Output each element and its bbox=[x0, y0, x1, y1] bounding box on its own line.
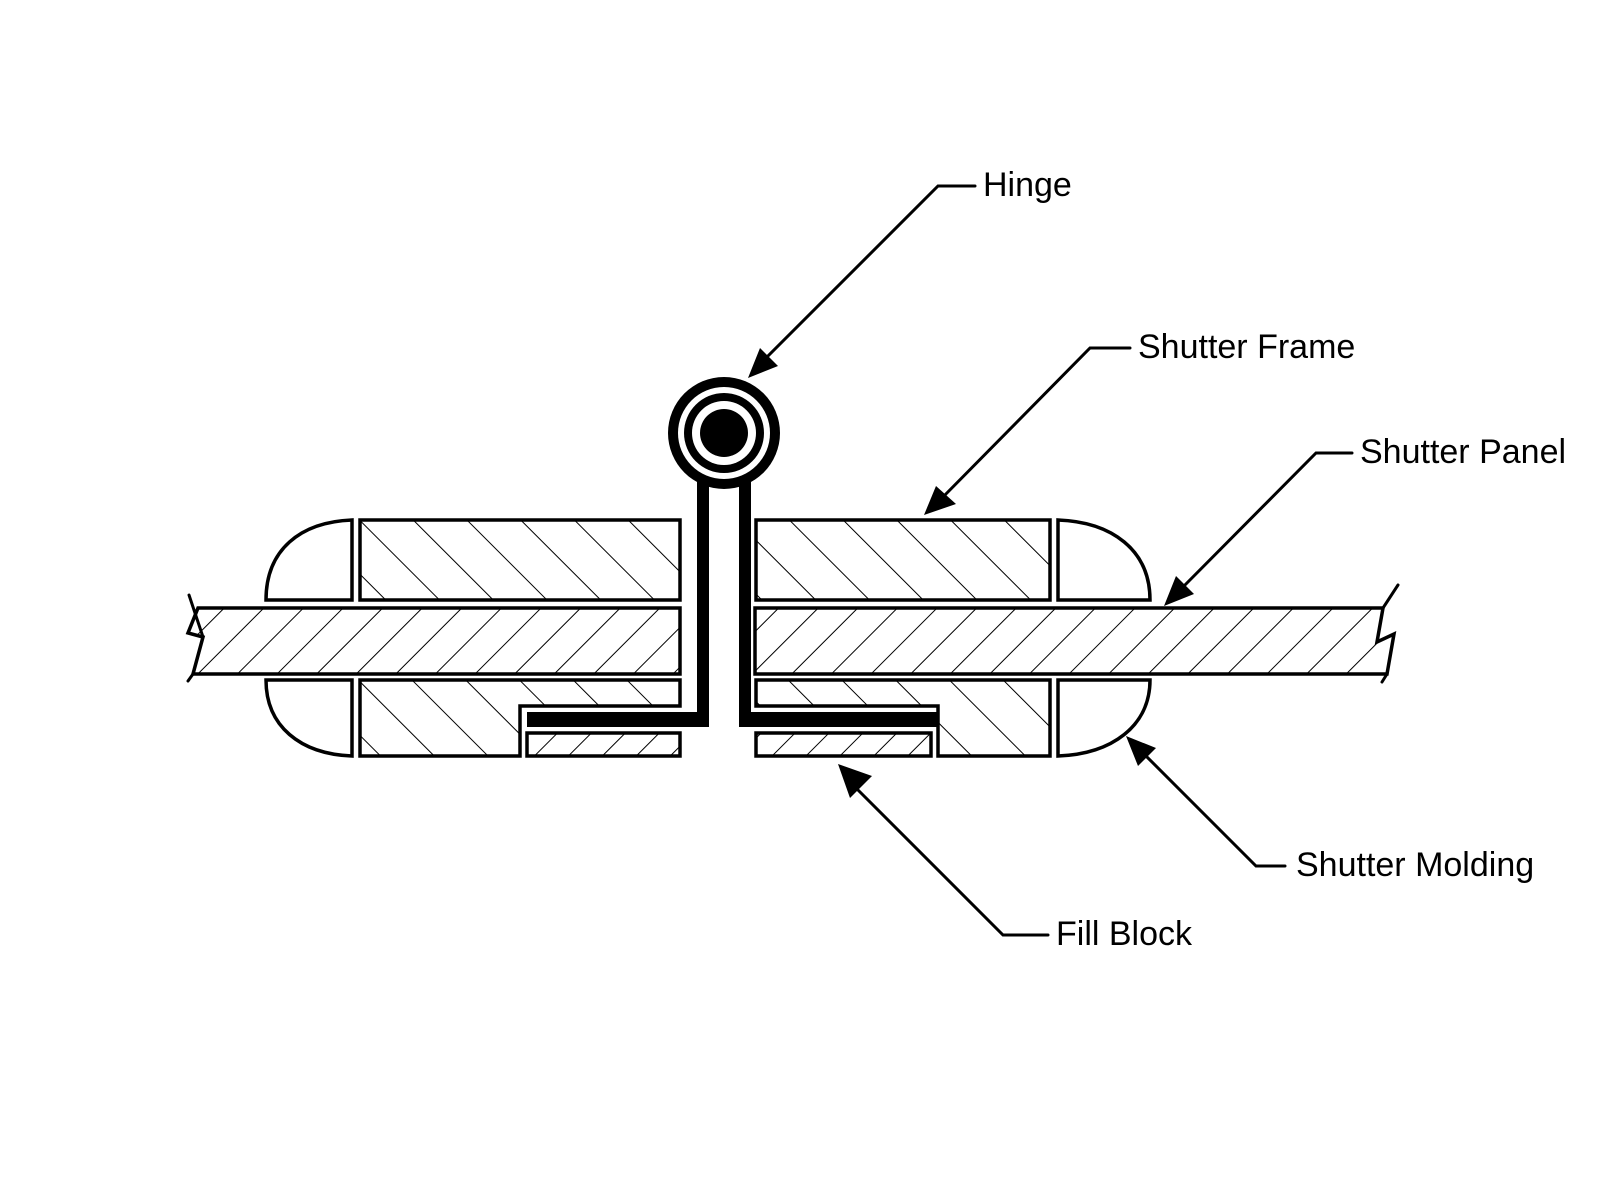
hinge-leader bbox=[760, 184, 977, 364]
hinge-pin bbox=[700, 409, 748, 457]
shutter-frame-leader bbox=[938, 346, 1132, 502]
shutter-molding-bottom-right bbox=[1056, 678, 1152, 758]
fill-block-arrowhead bbox=[838, 764, 872, 798]
fill-block-leader bbox=[853, 785, 1050, 937]
break-line-right bbox=[1381, 583, 1400, 610]
shutter-molding-bottom-left bbox=[264, 678, 354, 758]
shutter-panel-right bbox=[753, 606, 1397, 676]
shutter-molding-arrowhead bbox=[1126, 736, 1156, 766]
leader-lines bbox=[748, 184, 1354, 937]
shutter-molding bbox=[264, 518, 1152, 758]
label-fill-block: Fill Block bbox=[1056, 915, 1193, 953]
shutter-frame-bottom-right bbox=[754, 678, 1052, 758]
shutter-frame-bottom-left bbox=[358, 678, 682, 758]
shutter-panel-leader bbox=[1178, 451, 1354, 592]
shutter-frame-top-left bbox=[358, 518, 682, 602]
shutter-frame-arrowhead bbox=[924, 486, 956, 515]
break-line-left bbox=[187, 593, 205, 639]
shutter-panel-left bbox=[185, 606, 682, 676]
label-shutter-molding: Shutter Molding bbox=[1296, 846, 1534, 884]
shutter-frame bbox=[358, 518, 1052, 758]
shutter-panel bbox=[185, 583, 1400, 684]
break-line-left-tail bbox=[186, 672, 195, 683]
shutter-molding-top-right bbox=[1056, 518, 1152, 602]
shutter-frame-top-right bbox=[754, 518, 1052, 602]
shutter-molding-top-left bbox=[264, 518, 354, 602]
hinge-arrowhead bbox=[748, 348, 778, 378]
fill-block-left bbox=[525, 731, 682, 758]
label-shutter-frame: Shutter Frame bbox=[1138, 328, 1355, 366]
hinge bbox=[527, 377, 938, 727]
shutter-molding-leader bbox=[1138, 748, 1287, 868]
fill-block bbox=[525, 731, 933, 758]
fill-block-right bbox=[754, 731, 933, 758]
label-shutter-panel: Shutter Panel bbox=[1360, 433, 1566, 471]
shutter-panel-arrowhead bbox=[1164, 576, 1194, 606]
label-hinge: Hinge bbox=[983, 166, 1072, 204]
break-line-right-tail bbox=[1380, 672, 1389, 684]
